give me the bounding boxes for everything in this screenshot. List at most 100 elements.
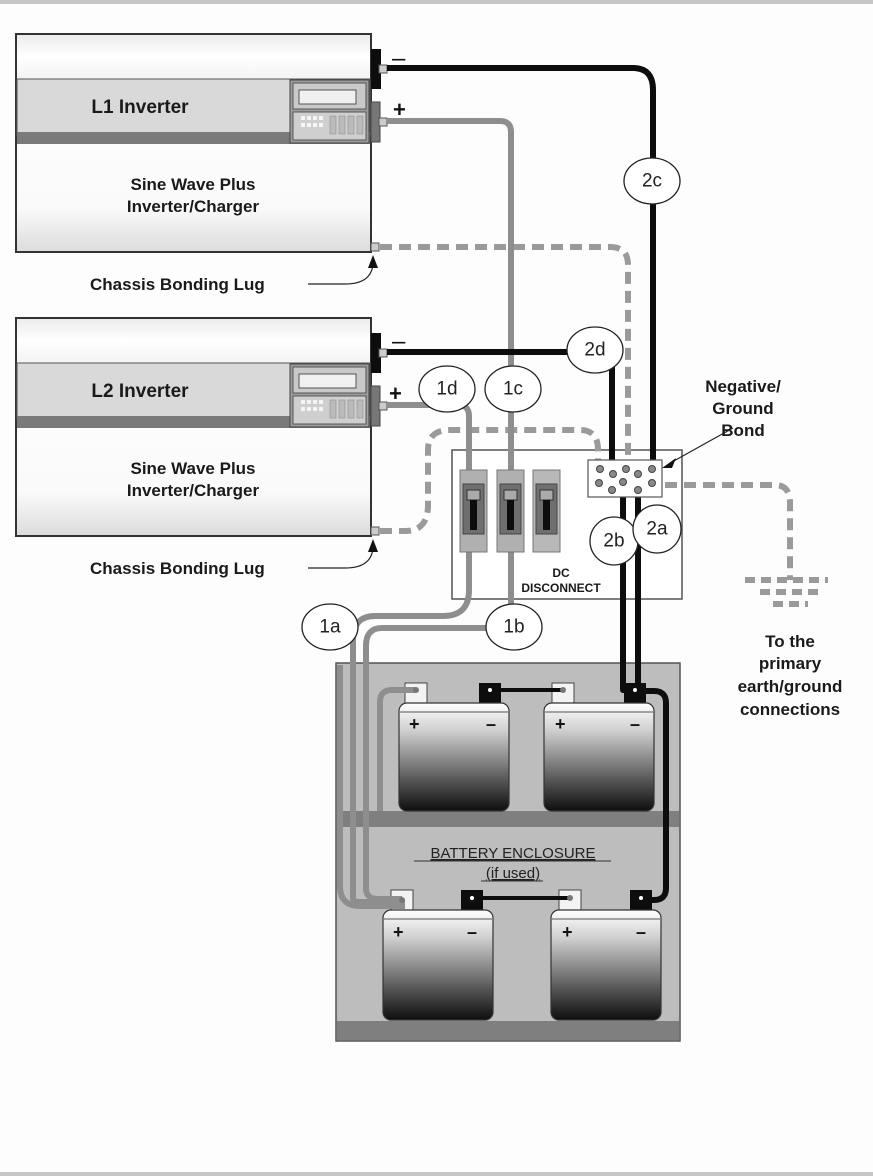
chassis-lug-leader-l2 <box>308 546 374 569</box>
arrow-up-icon <box>368 255 378 268</box>
inverter-l2-control-panel <box>289 363 370 428</box>
svg-text:2a: 2a <box>646 519 668 540</box>
inverter-l1-band-shadow <box>17 132 370 144</box>
lcd-display-icon <box>298 89 357 105</box>
callout-2c: 2c <box>623 157 681 205</box>
positive-cable-1c <box>387 118 514 475</box>
inverter-l1-model-line1: Sine Wave Plus <box>130 175 255 194</box>
inverter-l1-control-panel <box>289 79 370 144</box>
callout-2a: 2a <box>632 504 682 554</box>
battery-case <box>382 909 494 1021</box>
page-top-rule <box>0 0 873 4</box>
battery-bottom-left: + – <box>382 889 494 1021</box>
battery-case <box>543 702 655 812</box>
battery-bottom-right: + – <box>550 889 662 1021</box>
bond-leader-line <box>671 427 734 463</box>
battery-positive-terminal <box>404 682 428 706</box>
breaker-1[interactable] <box>459 469 488 553</box>
enclosure-shelf-upper <box>337 811 679 827</box>
svg-text:1d: 1d <box>436 379 457 400</box>
earth-label-line1: To the <box>765 632 815 651</box>
callout-1c: 1c <box>484 365 542 413</box>
inverter-l1-model-line2: Inverter/Charger <box>127 197 260 216</box>
inverter-l2-chassis-lug <box>370 526 380 536</box>
inverter-l2-negative-terminal-block <box>371 333 381 373</box>
callout-1b: 1b <box>485 603 543 651</box>
chassis-lug-label-l2: Chassis Bonding Lug <box>90 559 265 578</box>
inverter-l1-chassis-lug <box>370 242 380 252</box>
earth-label-line4: connections <box>740 700 840 719</box>
dc-breakers <box>459 469 561 553</box>
battery-top-left: + – <box>398 682 510 812</box>
negative-cable-2c <box>387 65 656 475</box>
positive-cables <box>337 118 514 909</box>
ground-cable-to-earth <box>665 482 793 580</box>
earth-ground-icon <box>745 577 828 607</box>
lcd-display-icon <box>298 373 357 389</box>
positive-cable-1a <box>350 540 472 905</box>
negative-cable-battery-return <box>642 688 669 903</box>
battery-negative-label: – <box>486 714 496 734</box>
battery-positive-label: + <box>555 714 566 734</box>
callout-2b: 2b <box>589 516 639 566</box>
chassis-lug-leader-l1 <box>308 262 374 285</box>
chassis-lug-label-l1: Chassis Bonding Lug <box>90 275 265 294</box>
battery-case <box>398 702 510 812</box>
callout-2d: 2d <box>566 326 624 374</box>
inverter-l2-positive-stud <box>378 401 388 411</box>
ground-cable-l1-chassis <box>380 244 631 475</box>
inverter-l1-positive-stud <box>378 117 388 127</box>
positive-cable-battery-top-left <box>377 687 416 811</box>
enclosure-title: BATTERY ENCLOSURE <box>430 845 595 862</box>
earth-label-line3: earth/ground <box>738 677 843 696</box>
inverter-l2-band-shadow <box>17 416 370 428</box>
inverter-l2-positive-symbol: + <box>389 381 402 406</box>
battery-negative-label: – <box>467 922 477 942</box>
inverter-l1-label: L1 Inverter <box>91 97 189 118</box>
enclosure-shelf-lower <box>337 1021 679 1040</box>
inverter-l2-model-line2: Inverter/Charger <box>127 481 260 500</box>
battery-positive-label: + <box>409 714 420 734</box>
inverter-l2-model-line1: Sine Wave Plus <box>130 459 255 478</box>
callout-1d: 1d <box>418 365 476 413</box>
dc-disconnect-label-line1: DC <box>552 566 570 580</box>
svg-text:2b: 2b <box>603 531 624 552</box>
inverter-l2-negative-stud <box>378 348 388 358</box>
svg-text:1c: 1c <box>503 379 523 400</box>
terminal-studs <box>399 687 643 903</box>
arrow-up-icon <box>368 539 378 552</box>
battery-negative-label: – <box>636 922 646 942</box>
inverter-l2-top <box>17 319 370 363</box>
battery-positive-label: + <box>562 922 573 942</box>
negative-ground-bond-busbar <box>587 459 663 498</box>
positive-cable-1b <box>363 540 514 902</box>
svg-text:1a: 1a <box>319 617 341 638</box>
bond-label-line2: Ground <box>712 399 773 418</box>
battery-negative-terminal <box>630 890 652 912</box>
inverter-l1-negative-terminal-block <box>371 49 381 89</box>
battery-positive-terminal <box>551 682 575 706</box>
inverter-l2-negative-symbol: – <box>392 328 406 355</box>
ground-cables <box>380 244 793 580</box>
enclosure-subtitle: (if used) <box>486 865 540 882</box>
bond-label-line1: Negative/ <box>705 377 781 396</box>
callout-1a: 1a <box>301 603 359 651</box>
breaker-3[interactable] <box>532 469 561 553</box>
inverter-l1: L1 Inverter Sine Wave Plus Inverter/Char… <box>15 33 406 253</box>
inverter-l1-negative-stud <box>378 64 388 74</box>
positive-cable-1a-lower <box>337 665 405 909</box>
inverter-l1-top <box>17 35 370 79</box>
ground-cable-l2-chassis <box>380 427 601 534</box>
battery-positive-label: + <box>393 922 404 942</box>
breaker-2[interactable] <box>496 469 525 553</box>
inverter-l1-positive-symbol: + <box>393 97 406 122</box>
earth-label-line2: primary <box>759 654 822 673</box>
inverter-l2-label: L2 Inverter <box>91 381 189 402</box>
svg-text:2d: 2d <box>584 340 605 361</box>
arrow-icon <box>662 458 676 468</box>
bond-label-line3: Bond <box>721 421 764 440</box>
battery-negative-terminal <box>479 683 501 705</box>
dc-disconnect-label-line2: DISCONNECT <box>521 581 601 595</box>
battery-case <box>550 909 662 1021</box>
